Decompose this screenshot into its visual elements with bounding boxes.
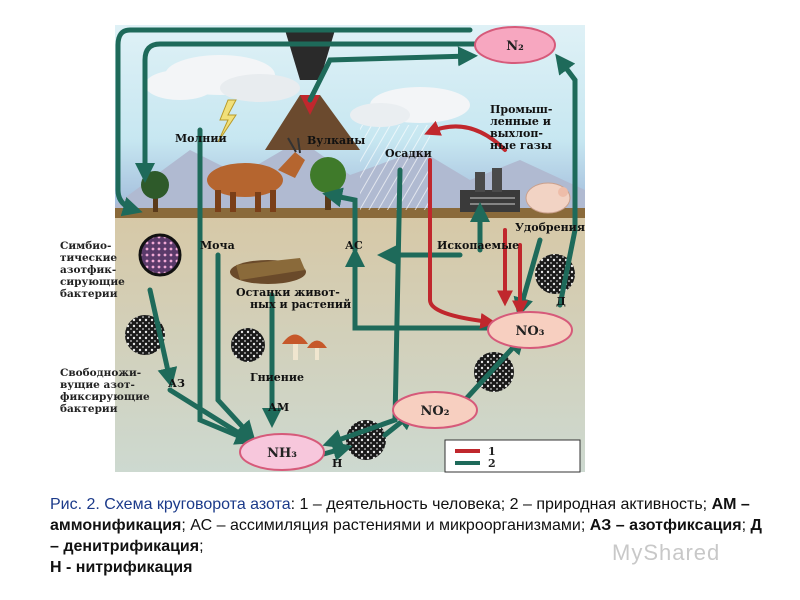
label-lightning: Молнии [175, 132, 227, 145]
side-symbiotic-line-3: азотфик- [60, 264, 117, 276]
arrow-no3-to-n2 [555, 53, 578, 308]
label-industrial-line-1: Промыш- [490, 103, 553, 116]
nitrogen-cycle-diagram: N₂ NO₃ NO₂ NH₃ 1 2 [115, 25, 585, 473]
node-nh3: NH₃ [239, 433, 325, 471]
arrow-n2-to-left [115, 27, 473, 217]
side-symbiotic-line-2: тические [60, 252, 118, 264]
arrow-precip-to-no3 [428, 158, 497, 329]
legend: 1 2 [444, 439, 581, 473]
side-symbiotic-line-1: Симбио- [60, 240, 112, 252]
label-industrial: Промыш- ленные и выхлоп- ные газы [490, 104, 552, 152]
figure-caption: Рис. 2. Схема круговорота азота: 1 – дея… [50, 494, 770, 578]
label-industrial-line-4: ные газы [490, 139, 552, 152]
arrow-symbiotic-to-nh3 [147, 287, 178, 388]
arrow-as-from-no3 [345, 247, 503, 331]
side-symbiotic-line-4: сирующие [60, 276, 125, 288]
label-urine: Моча [200, 239, 235, 252]
caption-am: АМ – аммонификация [50, 496, 750, 534]
caption-d: Д – денитрификация [50, 517, 762, 555]
caption-part-8: ; [199, 538, 204, 555]
lightning-icon [217, 99, 237, 143]
node-no2: NO₂ [392, 391, 478, 429]
label-remains-line-1: Останки живот- [236, 286, 340, 299]
node-n2: N₂ [474, 26, 556, 64]
caption-title: Рис. 2. Схема круговорота азота [50, 496, 291, 513]
label-volcanoes: Вулканы [307, 134, 366, 147]
cloud-icon-left [145, 55, 300, 102]
label-az: АЗ [168, 377, 185, 390]
side-free-living-line-1: Свободножи- [60, 367, 142, 379]
node-n2-label: N₂ [506, 39, 524, 54]
bacteria-free-living [125, 315, 165, 355]
arrow-urine-to-nh3 [215, 252, 256, 441]
arrow-n2-to-lightning [135, 41, 483, 183]
bacteria-ammonification [231, 328, 265, 362]
legend-label-1: 1 [488, 445, 496, 458]
label-precipitation: Осадки [385, 147, 432, 160]
label-as: АС [345, 239, 363, 252]
side-label-free-living: Свободножи- вущие азот- фиксирующие бакт… [60, 367, 150, 415]
mushroom-icon [282, 334, 327, 360]
label-remains-line-2: ных и растений [250, 298, 352, 311]
node-nh3-label: NH₃ [267, 446, 297, 461]
arrow-volcano-to-n2 [307, 46, 478, 103]
bacteria-nitrification-1 [346, 420, 386, 460]
caption-part-4: ; АС – ассимиляция растениями и микроорг… [181, 517, 590, 534]
label-remains: Останки живот- ных и растений [236, 287, 351, 311]
arrow-fertilizer-to-no3 [513, 237, 543, 318]
pig-icon [525, 182, 571, 214]
caption-part-2: : 1 – деятельность человека; 2 – природн… [290, 496, 712, 513]
caption-n: Н - нитрификация [50, 559, 193, 576]
side-free-living-line-2: вущие азот- [60, 379, 135, 391]
cloud-icon-right [350, 87, 470, 127]
arrow-free-living-to-nh3 [167, 387, 257, 445]
side-free-living-line-4: бактерии [60, 403, 118, 415]
label-n: Н [332, 457, 343, 470]
remains-icon [230, 258, 306, 284]
arrow-industry-to-precip [424, 120, 507, 152]
goat-icon [207, 137, 305, 212]
label-fertilizers: Удобрения [515, 221, 585, 234]
node-no2-label: NO₂ [421, 404, 450, 419]
label-industrial-line-3: выхлоп- [490, 127, 543, 140]
ground-strip [115, 208, 585, 218]
arrow-as-up [322, 187, 358, 253]
label-rotting: Гниение [250, 371, 305, 384]
label-industrial-line-2: ленные и [490, 115, 551, 128]
side-free-living-line-3: фиксирующие [60, 391, 150, 403]
label-fossils: Ископаемые [437, 239, 520, 252]
arrow-no2-to-no3 [462, 334, 526, 403]
rain-area [360, 125, 430, 210]
watermark: MyShared [612, 540, 721, 565]
arrow-lightning-to-nh3 [197, 127, 256, 445]
node-no3-label: NO₃ [516, 324, 545, 339]
caption-az: АЗ – азотфиксация [589, 517, 742, 534]
label-d: Д [556, 295, 566, 308]
side-symbiotic-line-5: бактерии [60, 288, 118, 300]
node-no3: NO₃ [487, 311, 573, 349]
label-am: АМ [268, 401, 290, 414]
side-label-symbiotic: Симбио- тические азотфик- сирующие бакте… [60, 240, 125, 300]
legend-label-2: 2 [488, 457, 496, 470]
bacteria-symbiotic [138, 233, 182, 277]
caption-part-6: ; [741, 517, 751, 534]
volcano-icon [265, 95, 360, 150]
